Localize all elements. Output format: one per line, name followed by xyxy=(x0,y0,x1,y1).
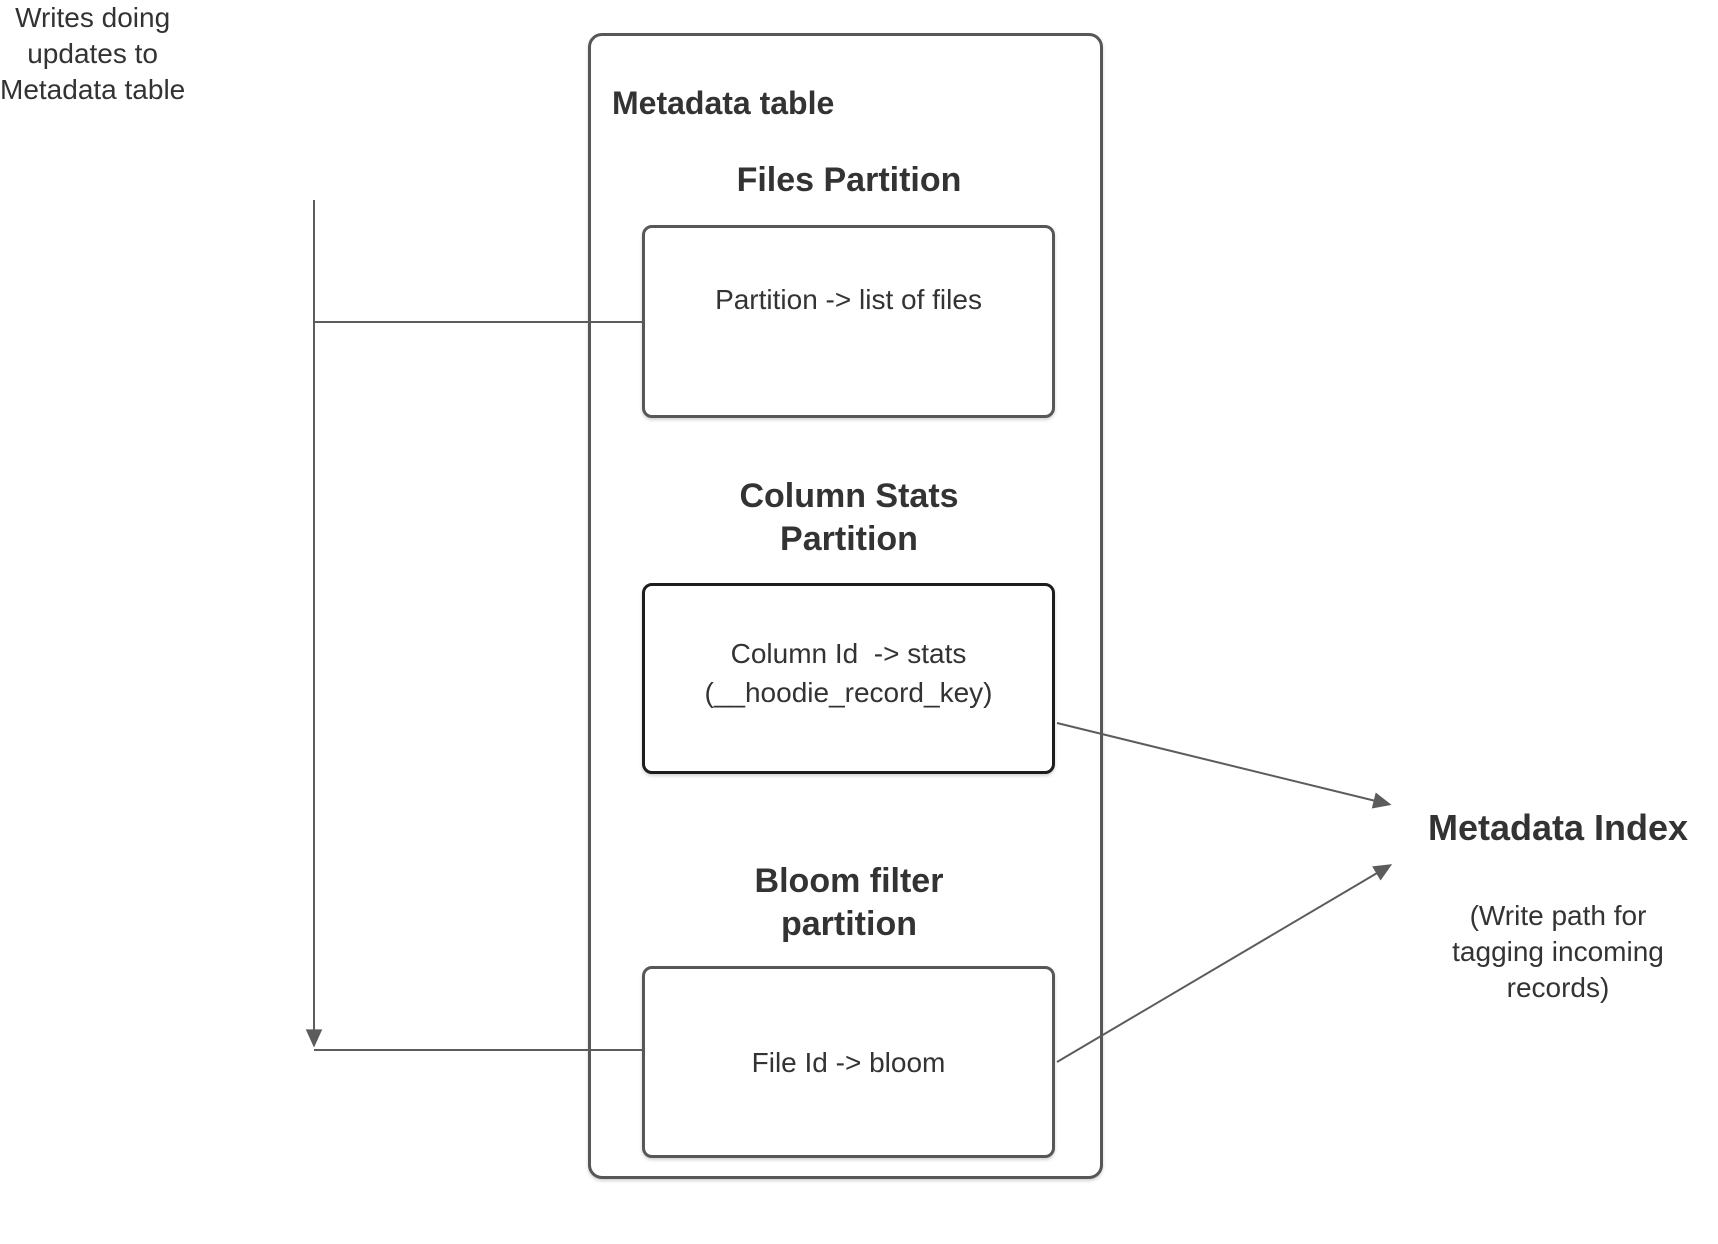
column-stats-partition-title: Column Stats Partition xyxy=(739,477,959,558)
files-partition-content: Partition -> list of files xyxy=(715,284,982,315)
files-partition-title: Files Partition xyxy=(736,161,962,199)
bloom-filter-partition-box xyxy=(642,966,1055,1158)
bloom-filter-partition-content: File Id -> bloom xyxy=(751,1047,946,1078)
column-stats-partition-box xyxy=(642,583,1055,774)
writes-updates-note: Writes doing updates to Metadata table xyxy=(0,2,186,105)
metadata-index-title: Metadata Index xyxy=(1427,807,1689,848)
column-stats-to-index-arrow xyxy=(1056,722,1392,809)
metadata-table-title: Metadata table xyxy=(612,85,835,121)
bloom-to-index-arrow xyxy=(1056,864,1393,1063)
metadata-index-subtitle: (Write path for tagging incoming records… xyxy=(1452,900,1664,1003)
bloom-filter-partition-title: Bloom filter partition xyxy=(754,862,944,943)
column-stats-partition-content: Column Id -> stats (__hoodie_record_key) xyxy=(704,638,993,708)
files-partition-box xyxy=(642,225,1055,418)
